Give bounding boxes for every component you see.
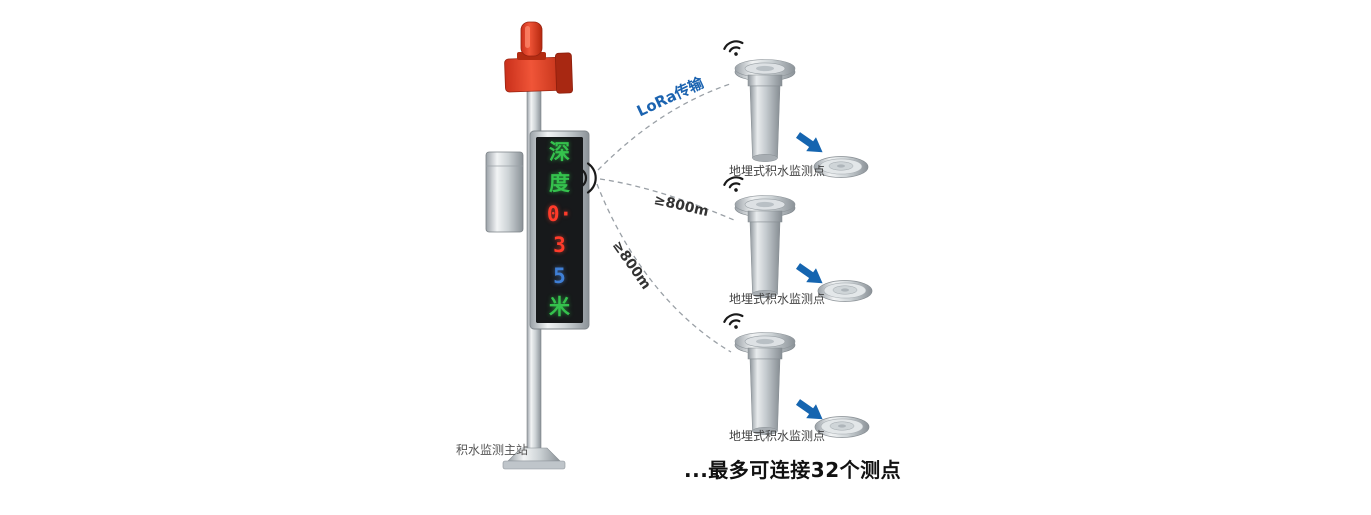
sensor-unit-1 <box>721 37 869 178</box>
led-char: 3 <box>553 233 566 257</box>
sensor3-wifi-icon <box>721 310 747 333</box>
link-curves <box>596 83 735 353</box>
sensor-unit-2 <box>721 173 873 302</box>
control-box <box>485 151 524 233</box>
sensor2-cylinder <box>734 195 796 299</box>
sensor1-wifi-icon <box>721 37 747 60</box>
pole-base <box>502 447 566 470</box>
led-char: 深 <box>549 140 570 164</box>
sensor1-cylinder <box>734 59 796 163</box>
led-char: 米 <box>549 295 570 319</box>
sensor2-disc <box>817 280 873 302</box>
link-curve-bottom <box>596 183 732 353</box>
sensor1-arrow-icon <box>793 128 828 160</box>
sensor-label-3: 地埋式积水监测点 <box>729 429 826 443</box>
sensor-unit-3 <box>721 310 870 438</box>
sensor-label-1: 地埋式积水监测点 <box>729 164 826 178</box>
led-char: 5 <box>553 264 566 288</box>
led-char: 0· <box>546 202 573 226</box>
station-label: 积水监测主站 <box>456 443 529 457</box>
led-char: 度 <box>549 171 570 195</box>
led-display: 深 度 0· 3 5 米 <box>536 137 583 323</box>
link-curve-top <box>597 83 731 171</box>
alarm-beacon-icon <box>517 21 546 60</box>
link-curve-middle <box>599 178 735 221</box>
footer-note: ...最多可连接32个测点 <box>684 458 902 482</box>
sensor3-cylinder <box>734 332 796 436</box>
sensor-label-2: 地埋式积水监测点 <box>729 292 826 306</box>
